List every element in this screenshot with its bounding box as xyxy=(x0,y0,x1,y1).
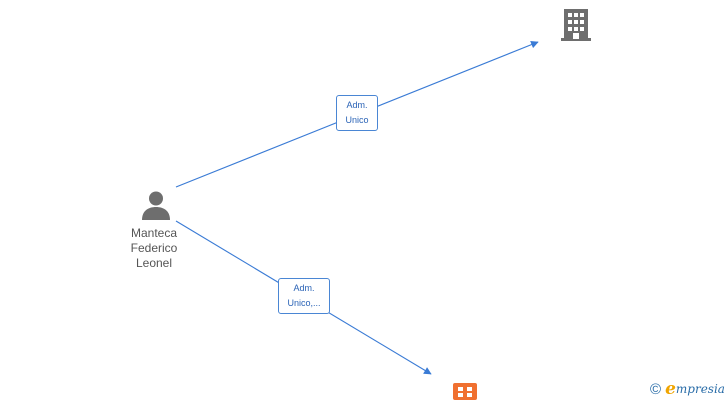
relation-label-line: Unico xyxy=(345,115,369,125)
building-icon xyxy=(561,9,591,41)
person-name-line: Leonel xyxy=(135,256,173,270)
relation-label-line: Unico,... xyxy=(287,298,321,308)
copyright-symbol: © xyxy=(650,380,662,398)
person-name-line: Federico xyxy=(130,241,178,255)
company-node-1[interactable] xyxy=(560,8,592,42)
building-icon xyxy=(453,383,477,400)
person-name[interactable]: Manteca Federico Leonel xyxy=(112,226,196,271)
relation-label-line: Adm. xyxy=(293,283,315,293)
person-icon xyxy=(142,191,170,220)
empresia-watermark: © e mpresia xyxy=(650,379,725,399)
person-name-line: Manteca xyxy=(130,226,178,240)
brand-logo-initial: e xyxy=(665,379,676,399)
relation-label-1[interactable]: Adm. Unico xyxy=(336,95,378,131)
company-node-2[interactable] xyxy=(452,382,478,400)
relation-label-line: Adm. xyxy=(346,100,368,110)
brand-logo-text: mpresia xyxy=(675,382,725,396)
person-node[interactable] xyxy=(140,190,172,222)
relation-label-2[interactable]: Adm. Unico,... xyxy=(278,278,330,314)
